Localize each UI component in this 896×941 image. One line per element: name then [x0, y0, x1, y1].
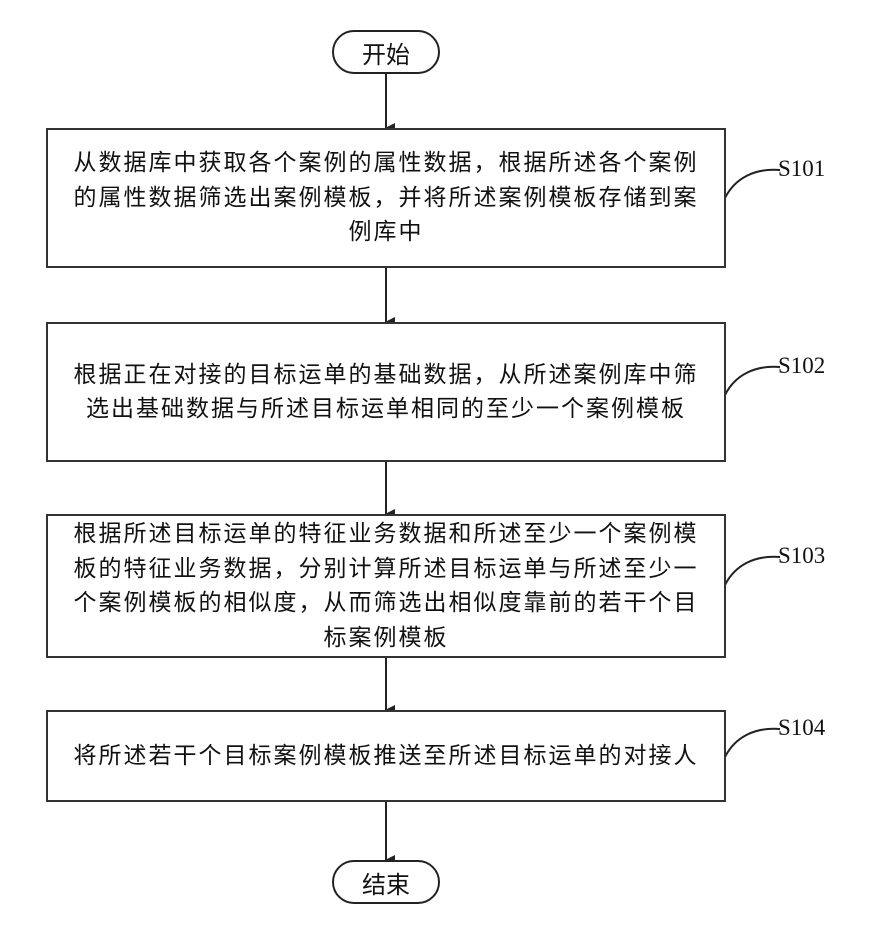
process-text-s102: 根据正在对接的目标运单的基础数据，从所述案例库中筛选出基础数据与所述目标运单相同… — [48, 358, 724, 427]
end-label: 结束 — [362, 865, 410, 900]
leader-s101 — [725, 170, 780, 198]
process-text-s101: 从数据库中获取各个案例的属性数据，根据所述各个案例的属性数据筛选出案例模板，并将… — [48, 146, 724, 250]
step-label-s101: S101 — [778, 156, 825, 182]
process-box-s103: 根据所述目标运单的特征业务数据和所述至少一个案例模板的特征业务数据，分别计算所述… — [46, 514, 726, 658]
end-terminal: 结束 — [332, 860, 440, 904]
step-label-s103: S103 — [778, 543, 825, 569]
process-text-s103: 根据所述目标运单的特征业务数据和所述至少一个案例模板的特征业务数据，分别计算所述… — [48, 517, 724, 655]
start-label: 开始 — [362, 35, 410, 70]
process-text-s104: 将所述若干个目标案例模板推送至所述目标运单的对接人 — [60, 739, 713, 774]
process-box-s104: 将所述若干个目标案例模板推送至所述目标运单的对接人 — [46, 710, 726, 802]
step-label-s102: S102 — [778, 353, 825, 379]
process-box-s102: 根据正在对接的目标运单的基础数据，从所述案例库中筛选出基础数据与所述目标运单相同… — [46, 322, 726, 462]
leader-s103 — [725, 557, 780, 585]
start-terminal: 开始 — [332, 30, 440, 74]
leader-s104 — [725, 729, 780, 757]
leader-s102 — [725, 367, 780, 395]
process-box-s101: 从数据库中获取各个案例的属性数据，根据所述各个案例的属性数据筛选出案例模板，并将… — [46, 128, 726, 268]
step-label-s104: S104 — [778, 715, 825, 741]
